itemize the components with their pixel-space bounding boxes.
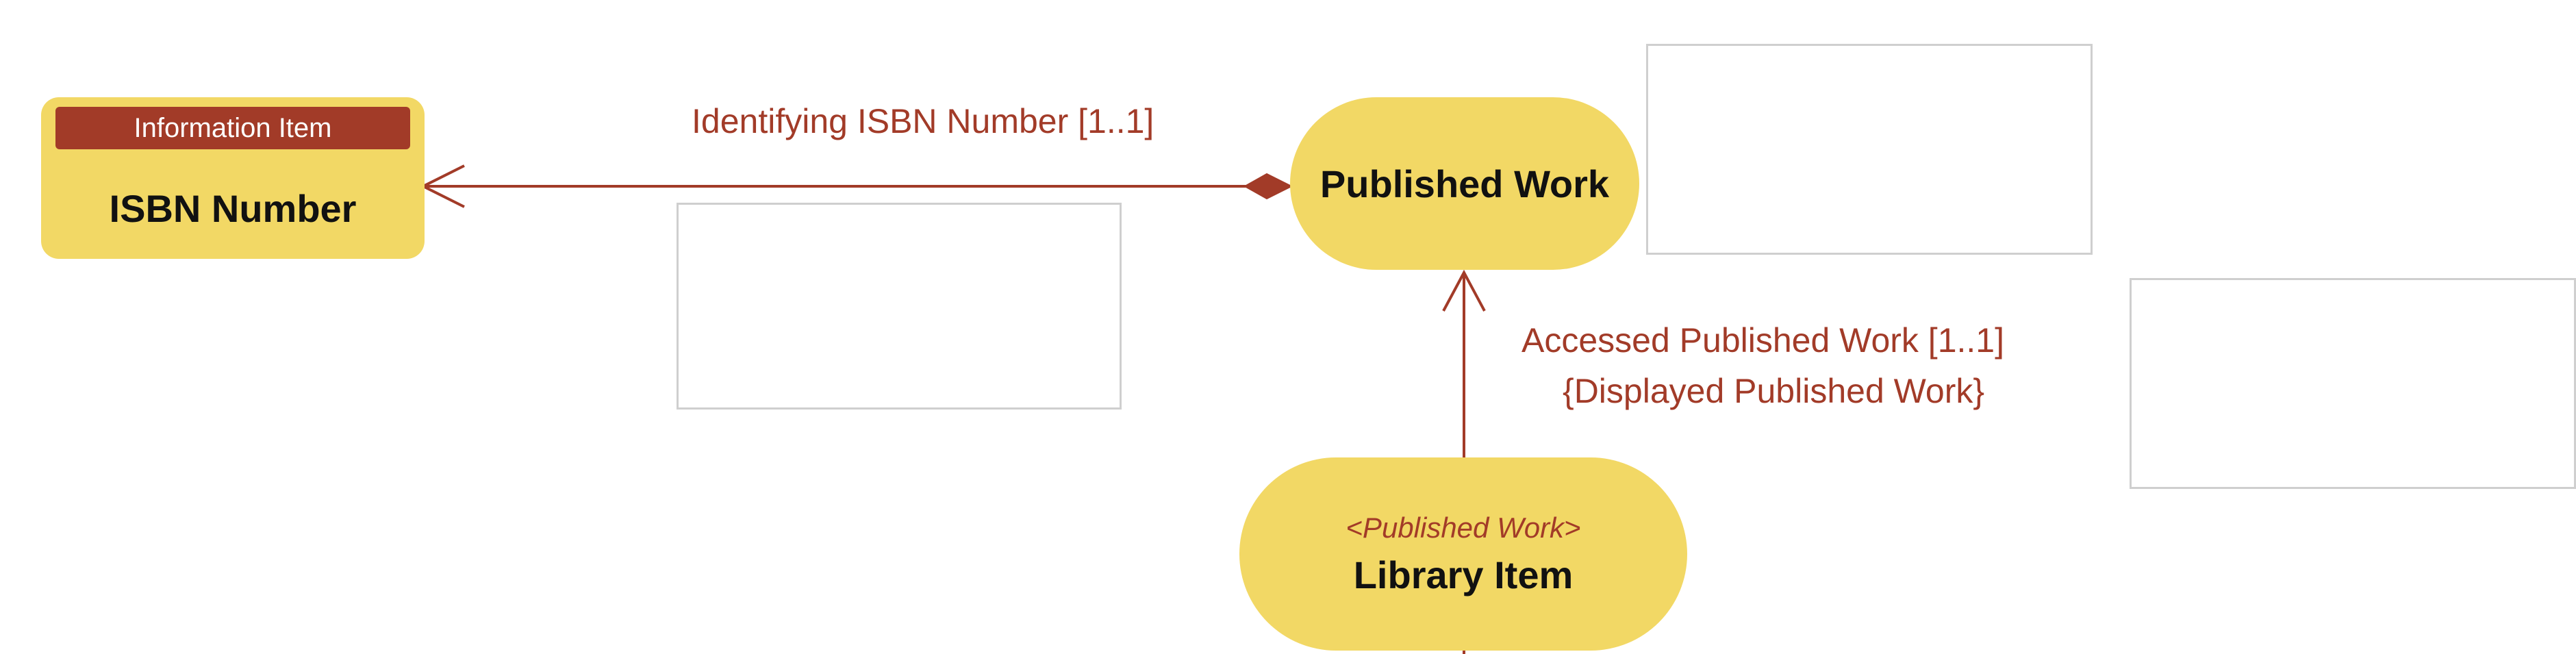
information-item-badge: Information Item (55, 107, 410, 149)
published-work-title: Published Work (1319, 162, 1610, 205)
accessed-association-constraint: {Displayed Published Work} (1563, 372, 1985, 410)
library-item-stereotype: <Published Work> (1346, 511, 1581, 544)
library-item-title: Library Item (1353, 553, 1574, 596)
annotation-box-top-right[interactable] (1646, 44, 2093, 255)
composition-diamond (1243, 173, 1293, 200)
accessed-association-label: Accessed Published Work [1..1] (1521, 321, 2004, 360)
accessed-arrowhead (1442, 269, 1486, 312)
isbn-number-title: ISBN Number (109, 187, 357, 230)
isbn-association-label: Identifying ISBN Number [1..1] (692, 102, 1154, 140)
annotation-box-left[interactable] (677, 203, 1122, 410)
library-item-node[interactable]: <Published Work> Library Item (1239, 457, 1687, 651)
annotation-box-far-right[interactable] (2130, 278, 2576, 489)
published-work-node[interactable]: Published Work (1290, 97, 1639, 270)
isbn-number-node[interactable]: Information Item ISBN Number (41, 97, 425, 259)
